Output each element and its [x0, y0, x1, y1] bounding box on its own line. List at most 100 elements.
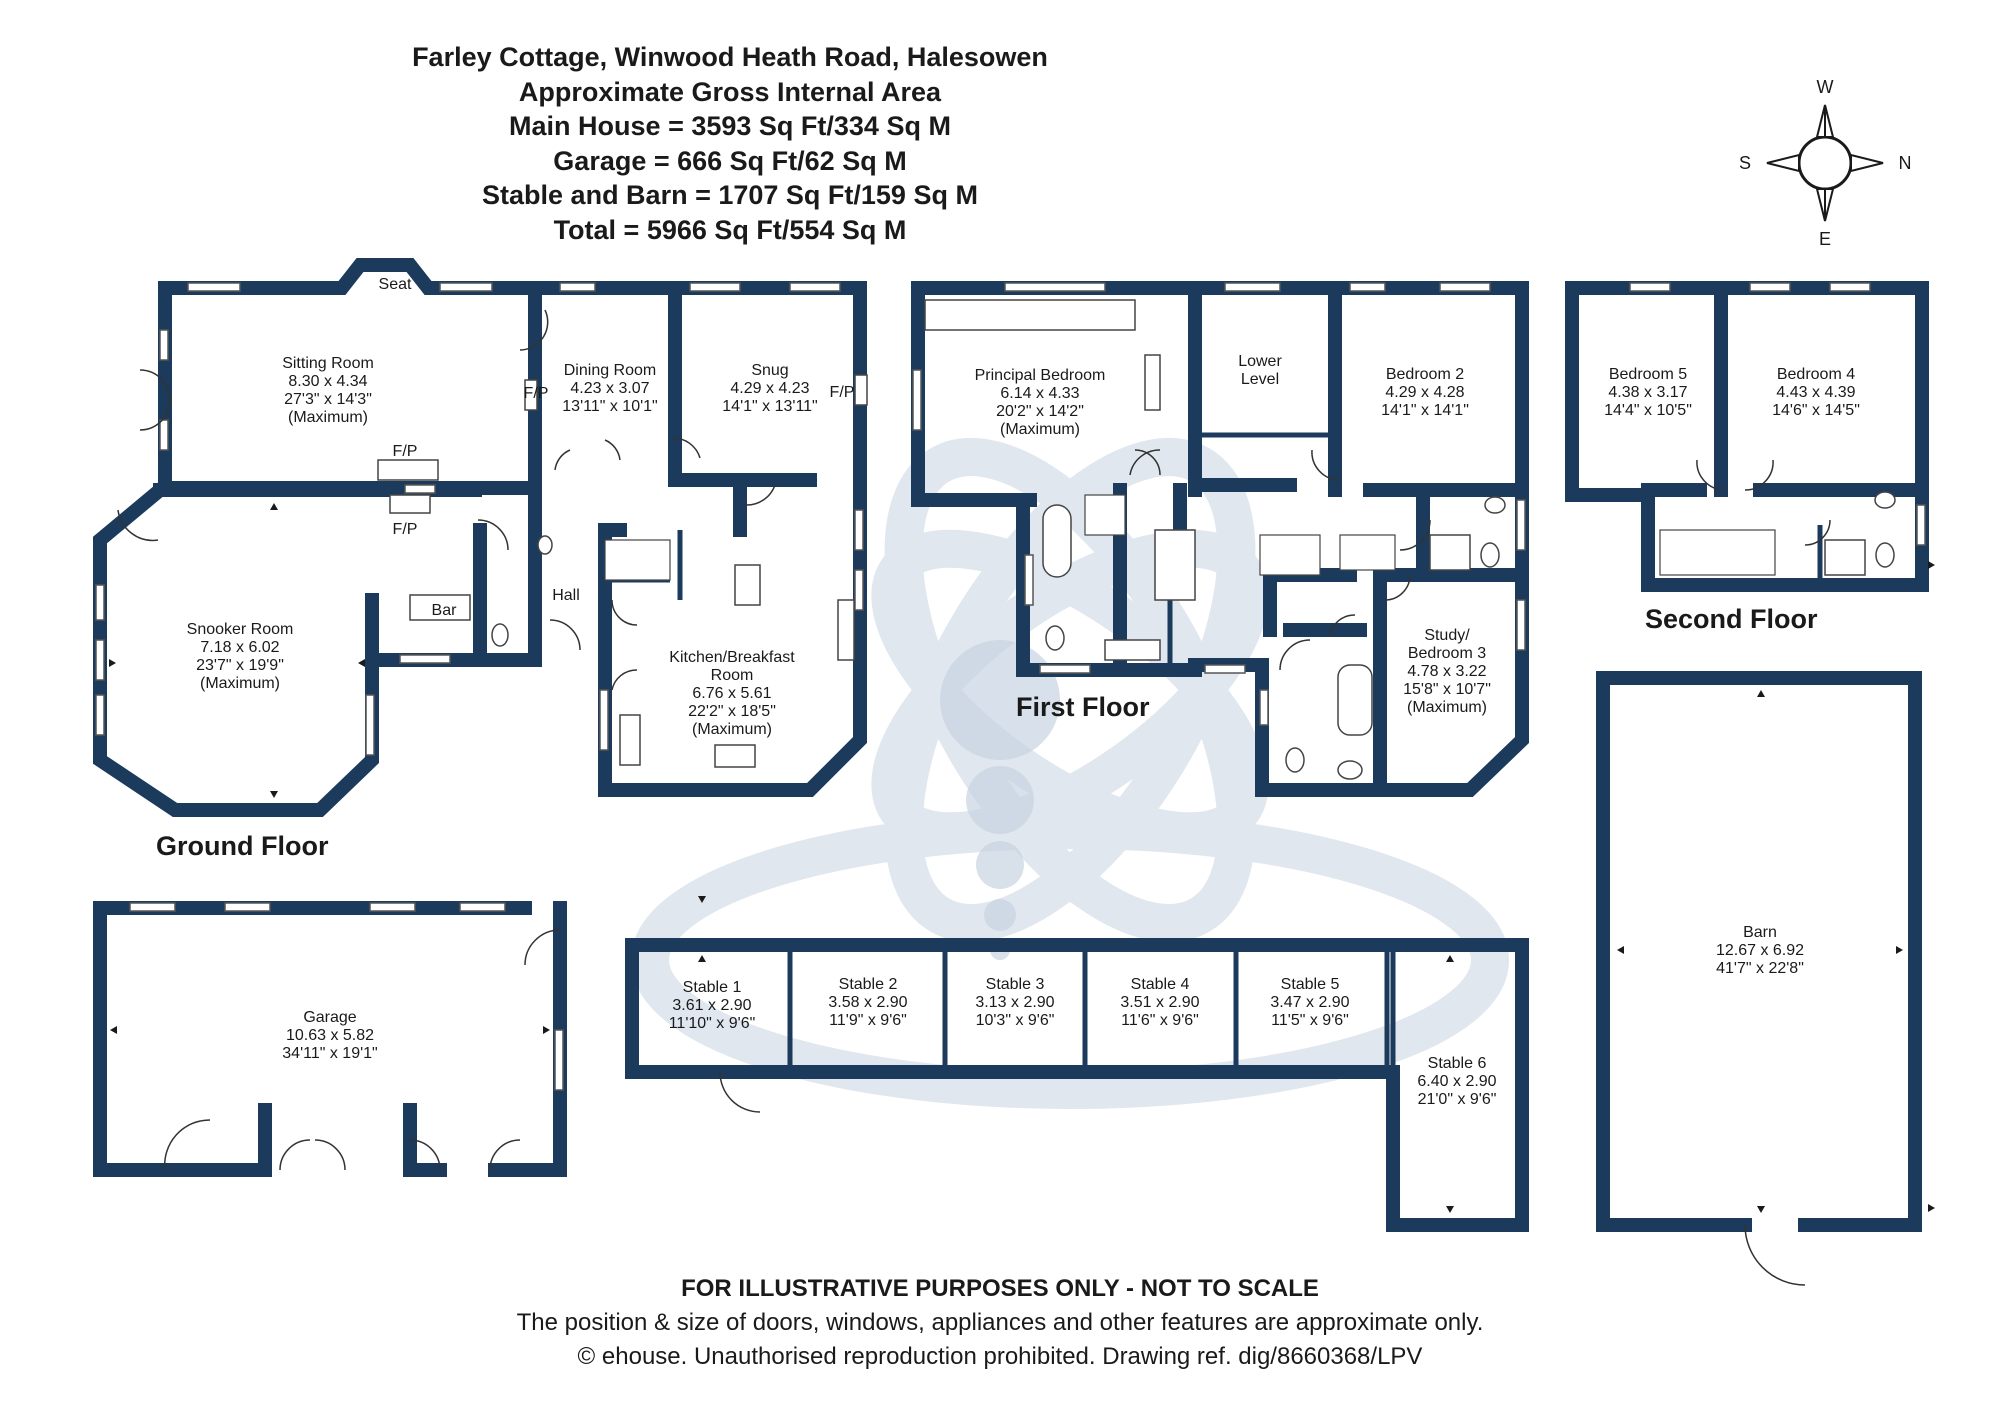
- svg-text:4.38 x 3.17: 4.38 x 3.17: [1608, 384, 1687, 401]
- svg-text:11'5" x 9'6": 11'5" x 9'6": [1271, 1012, 1349, 1029]
- svg-text:Stable 5: Stable 5: [1281, 976, 1340, 993]
- hob-icon: [714, 744, 756, 768]
- fireplace-label: F/P: [524, 385, 549, 402]
- svg-text:3.58 x 2.90: 3.58 x 2.90: [828, 994, 907, 1011]
- svg-text:(Maximum): (Maximum): [1000, 421, 1080, 438]
- svg-text:21'0" x 9'6": 21'0" x 9'6": [1418, 1091, 1497, 1108]
- svg-text:3.13 x 2.90: 3.13 x 2.90: [975, 994, 1054, 1011]
- svg-text:11'6" x 9'6": 11'6" x 9'6": [1121, 1012, 1199, 1029]
- second-floor-windows: [1629, 282, 1926, 546]
- toilet-icon: [1045, 625, 1065, 651]
- compass-south: S: [1739, 153, 1751, 173]
- svg-text:Principal Bedroom: Principal Bedroom: [975, 367, 1106, 384]
- sink-icon: [837, 599, 855, 661]
- area-heading: Approximate Gross Internal Area: [518, 76, 942, 107]
- room-label-kitchen: Kitchen/Breakfast Room 6.76 x 5.61 22'2"…: [669, 649, 795, 738]
- room-label-garage: Garage 10.63 x 5.82 34'11" x 19'1": [282, 1009, 377, 1062]
- svg-text:11'9" x 9'6": 11'9" x 9'6": [829, 1012, 907, 1029]
- fireplace-icon: [389, 494, 431, 514]
- wardrobe-icon: [924, 299, 1136, 331]
- copyright-note: © ehouse. Unauthorised reproduction proh…: [577, 1343, 1423, 1370]
- ground-floor-doors: [117, 309, 776, 691]
- svg-text:6.40 x 2.90: 6.40 x 2.90: [1417, 1073, 1496, 1090]
- svg-text:Stable 3: Stable 3: [986, 976, 1045, 993]
- shower-icon: [1824, 539, 1866, 576]
- svg-text:(Maximum): (Maximum): [200, 675, 280, 692]
- compass-east: E: [1819, 229, 1831, 249]
- bar-counter: [409, 594, 471, 621]
- room-label-stable-4: Stable 4 3.51 x 2.90 11'6" x 9'6": [1120, 976, 1199, 1029]
- room-label-stable-6: Stable 6 6.40 x 2.90 21'0" x 9'6": [1417, 1055, 1496, 1108]
- second-floor-fixtures: [1659, 459, 1896, 576]
- svg-text:23'7" x 19'9": 23'7" x 19'9": [196, 657, 284, 674]
- svg-text:34'11" x 19'1": 34'11" x 19'1": [282, 1045, 377, 1062]
- watermark-logo: [631, 437, 1509, 1109]
- compass-west: W: [1817, 77, 1834, 97]
- ground-floor-label: Ground Floor: [156, 831, 329, 861]
- svg-text:Snug: Snug: [751, 362, 788, 379]
- toilet-icon: [1285, 747, 1305, 773]
- svg-text:8.30 x 4.34: 8.30 x 4.34: [288, 373, 367, 390]
- room-label-principal-bedroom: Principal Bedroom 6.14 x 4.33 20'2" x 14…: [975, 367, 1106, 438]
- svg-text:7.18 x 6.02: 7.18 x 6.02: [200, 639, 279, 656]
- svg-text:Stable 6: Stable 6: [1428, 1055, 1487, 1072]
- staircase-icon: [1084, 494, 1126, 536]
- footer: FOR ILLUSTRATIVE PURPOSES ONLY - NOT TO …: [0, 1272, 2000, 1374]
- title-block: Farley Cottage, Winwood Heath Road, Hale…: [0, 40, 1460, 247]
- basin-icon: [1484, 496, 1506, 514]
- svg-text:Study/: Study/: [1424, 627, 1470, 644]
- hall-label: Hall: [552, 587, 580, 604]
- svg-text:Bedroom 4: Bedroom 4: [1777, 366, 1855, 383]
- room-label-snooker-room: Snooker Room 7.18 x 6.02 23'7" x 19'9" (…: [187, 621, 294, 692]
- staircase-icon: [1259, 534, 1321, 576]
- svg-text:Stable 4: Stable 4: [1131, 976, 1190, 993]
- svg-text:20'2" x 14'2": 20'2" x 14'2": [996, 403, 1084, 420]
- fireplace-icon: [854, 374, 868, 406]
- property-address: Farley Cottage, Winwood Heath Road, Hale…: [412, 42, 1048, 72]
- svg-text:3.47 x 2.90: 3.47 x 2.90: [1270, 994, 1349, 1011]
- second-floor-walls: [1565, 281, 1929, 592]
- approximation-note: The position & size of doors, windows, a…: [516, 1309, 1484, 1336]
- svg-text:(Maximum): (Maximum): [288, 409, 368, 426]
- svg-text:6.76 x 5.61: 6.76 x 5.61: [692, 685, 771, 702]
- first-floor-doors: [1129, 449, 1431, 671]
- area-garage: Garage = 666 Sq Ft/62 Sq M: [553, 145, 907, 176]
- toilet-icon: [491, 623, 509, 647]
- wardrobe-icon: [1144, 354, 1161, 411]
- first-floor-walls: [911, 281, 1529, 797]
- fireplace-icon: [377, 459, 439, 481]
- svg-text:4.43 x 4.39: 4.43 x 4.39: [1776, 384, 1855, 401]
- basin-icon: [1874, 491, 1896, 509]
- svg-text:Stable 2: Stable 2: [839, 976, 898, 993]
- svg-text:Barn: Barn: [1743, 924, 1777, 941]
- svg-text:12.67 x 6.92: 12.67 x 6.92: [1716, 942, 1804, 959]
- svg-text:Bedroom 2: Bedroom 2: [1386, 366, 1464, 383]
- basin-icon: [537, 535, 553, 555]
- staircase-icon: [1659, 529, 1776, 576]
- room-label-snug: Snug 4.29 x 4.23 14'1" x 13'11": [722, 362, 817, 415]
- svg-text:Lower: Lower: [1238, 353, 1282, 370]
- room-label-dining-room: Dining Room 4.23 x 3.07 13'11" x 10'1": [562, 362, 657, 415]
- sink-icon: [619, 714, 641, 766]
- svg-text:Stable 1: Stable 1: [683, 979, 742, 996]
- svg-text:Sitting Room: Sitting Room: [282, 355, 374, 372]
- svg-text:11'10" x 9'6": 11'10" x 9'6": [669, 1015, 756, 1032]
- compass-north: N: [1899, 153, 1912, 173]
- svg-text:3.51 x 2.90: 3.51 x 2.90: [1120, 994, 1199, 1011]
- svg-text:10.63 x 5.82: 10.63 x 5.82: [286, 1027, 374, 1044]
- room-label-bedroom-2: Bedroom 2 4.29 x 4.28 14'1" x 14'1": [1381, 366, 1469, 419]
- svg-text:Snooker Room: Snooker Room: [187, 621, 294, 638]
- svg-text:14'1" x 13'11": 14'1" x 13'11": [722, 398, 817, 415]
- first-floor-label: First Floor: [1016, 692, 1150, 722]
- room-label-stable-5: Stable 5 3.47 x 2.90 11'5" x 9'6": [1270, 976, 1349, 1029]
- svg-text:15'8" x 10'7": 15'8" x 10'7": [1403, 681, 1491, 698]
- toilet-icon: [1875, 542, 1895, 568]
- svg-text:Bedroom 3: Bedroom 3: [1408, 645, 1486, 662]
- toilet-icon: [1480, 542, 1500, 568]
- svg-text:6.14 x 4.33: 6.14 x 4.33: [1000, 385, 1079, 402]
- garage-walls: [93, 901, 567, 1177]
- basin-icon: [1337, 760, 1363, 780]
- room-label-study: Study/ Bedroom 3 4.78 x 3.22 15'8" x 10'…: [1403, 627, 1491, 716]
- staircase-icon: [604, 539, 671, 581]
